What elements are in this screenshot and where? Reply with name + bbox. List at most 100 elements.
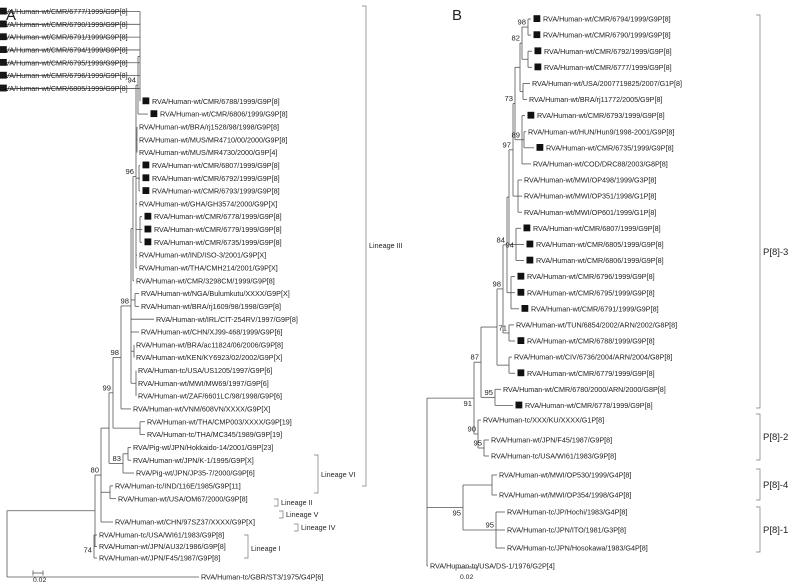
taxon-label: RVA/Human-wt/MWI/OP530/1999/G4P[8] bbox=[499, 471, 631, 480]
taxon-label: RVA/Human-tc/USA/WI61/1983/G9P[8] bbox=[99, 531, 224, 540]
clade-label: Lineage VI bbox=[321, 470, 355, 479]
taxon-label: RVA/Human-wt/BRA/rj1609/98/1998/G9P[8] bbox=[141, 302, 281, 311]
taxon-label: RVA/Human-tc/THA/MC345/1989/G9P[19] bbox=[147, 430, 282, 439]
taxon-label: RVA/Human-wt/MUS/MR4730/2000/G9P[4] bbox=[139, 148, 277, 157]
taxon-label: RVA/Human-wt/CMR/6779/1999/G9P[8] bbox=[527, 369, 655, 378]
bootstrap-value: 71 bbox=[499, 323, 507, 332]
panel-b-label: B bbox=[452, 7, 462, 24]
cameroon-strain-marker bbox=[515, 401, 523, 409]
cameroon-strain-marker bbox=[534, 47, 542, 55]
bootstrap-value: 94 bbox=[128, 76, 136, 85]
clade-bracket: Lineage V bbox=[279, 510, 319, 519]
taxon-label: RVA/Human-tc/IND/116E/1985/G9P[11] bbox=[115, 481, 241, 490]
bootstrap-value: 73 bbox=[505, 94, 513, 103]
taxon-label: RVA/Human-wt/CMR/6779/1999/G9P[8] bbox=[154, 225, 282, 234]
taxon-label: RVA/Human-tc/GBR/ST3/1975/G4P[6] bbox=[201, 573, 323, 582]
taxon-label: RVA/Human-wt/ZAF/6601LC/98/1998/G9P[6] bbox=[138, 392, 282, 401]
bootstrap-value: 97 bbox=[503, 140, 511, 149]
cameroon-strain-marker bbox=[0, 58, 7, 66]
taxon-label: RVA/Human-wt/CMR/6788/1999/G9P[8] bbox=[527, 337, 655, 346]
taxon-label: RVA/Human-wt/BRA/ac11824/06/2006/G9P[8] bbox=[136, 340, 283, 349]
cameroon-strain-marker bbox=[142, 174, 150, 182]
taxon-label: RVA/Human-wt/KEN/KY6923/02/2002/G9P[X] bbox=[136, 353, 282, 362]
bracket-line bbox=[279, 510, 284, 519]
taxon-label: RVA/Human-wt/CMR/6793/1999/G9P[8] bbox=[537, 111, 665, 120]
cameroon-strain-marker bbox=[534, 63, 542, 71]
taxon-label: RVA/Human-tc/JPN/ITO/1981/G3P[8] bbox=[507, 526, 626, 535]
cameroon-strain-marker bbox=[144, 212, 152, 220]
bootstrap-value: 95 bbox=[485, 388, 493, 397]
taxon-label: RVA/Human-tc/USA/WI61/1983/G9P[8] bbox=[491, 452, 616, 461]
taxon-label: RVA/Human-wt/JPN/F45/1987/G9P[8] bbox=[491, 436, 612, 445]
taxon-label: RVA/Human-wt/CMR/6795/1999/G9P[8] bbox=[0, 58, 128, 67]
panel-a-leaves: RVA/Human-wt/CMR/6777/1999/G9P[8] RVA/Hum… bbox=[0, 7, 323, 582]
clade-bracket: P[8]-4 bbox=[756, 468, 788, 501]
cameroon-strain-marker bbox=[517, 337, 525, 344]
taxon-label: RVA/Human-tc/USA/US1205/1997/G9P[6] bbox=[138, 366, 272, 375]
taxon-label: RVA/Human-wt/CMR/6792/1999/G9P[8] bbox=[544, 47, 672, 56]
taxon-label: RVA/Human-wt/MWI/MW69/1997/G9P[6] bbox=[138, 379, 269, 388]
clade-label: Lineage IV bbox=[301, 523, 336, 532]
taxon-label: RVA/Human-wt/USA/2007719825/2007/G1P[8] bbox=[532, 79, 682, 88]
bootstrap-value: 95 bbox=[474, 439, 482, 448]
taxon-label: RVA/Human-wt/IND/ISO-3/2001/G9P[X] bbox=[139, 251, 266, 260]
taxon-label: RVA/Human-wt/CIV/6736/2004/ARN/2004/G8P[… bbox=[514, 353, 672, 362]
taxon-label: RVA/Human-wt/CMR/6794/1999/G9P[8] bbox=[0, 46, 128, 55]
taxon-label: RVA/Human-wt/CMR/6735/1999/G9P[8] bbox=[546, 143, 674, 152]
cameroon-strain-marker bbox=[0, 84, 7, 92]
bootstrap-value: 80 bbox=[91, 466, 99, 475]
cameroon-strain-marker bbox=[533, 15, 541, 22]
taxon-label: RVA/Human-wt/MWI/OP354/1998/G4P[8] bbox=[499, 491, 631, 500]
clade-label: Lineage III bbox=[369, 241, 403, 250]
taxon-label: RVA/Human-wt/CMR/6778/1999/G9P[8] bbox=[154, 212, 282, 221]
cameroon-strain-marker bbox=[521, 305, 529, 312]
taxon-label: RVA/Pig-wt/JPN/Hokkaido-14/2001/G9P[23] bbox=[133, 443, 273, 452]
bootstrap-value: 98 bbox=[518, 18, 526, 27]
taxon-label: RVA/Human-wt/MWI/OP351/1998/G1P[8] bbox=[524, 192, 656, 201]
taxon-label: RVA/Human-wt/TUN/6854/2002/ARN/2002/G8P[… bbox=[516, 321, 677, 330]
taxon-label: RVA/Human-wt/THA/CMH214/2001/G9P[X] bbox=[139, 264, 278, 273]
clade-bracket: P[8]-1 bbox=[756, 506, 788, 553]
clade-label: P[8]-3 bbox=[763, 247, 788, 258]
taxon-label: RVA/Human-wt/GHA/GH3574/2000/G9P[X] bbox=[139, 199, 277, 208]
bracket-line bbox=[314, 454, 319, 494]
clade-bracket: Lineage I bbox=[244, 534, 281, 559]
taxon-label: RVA/Human-wt/CMR/6806/1999/G9P[8] bbox=[160, 110, 288, 119]
panel-b-scale-bar: 0.02 bbox=[455, 565, 478, 581]
clade-label: P[8]-4 bbox=[763, 480, 788, 491]
taxon-label: RVA/Human-wt/CMR/6788/1999/G9P[8] bbox=[152, 97, 280, 106]
bootstrap-value: 95 bbox=[453, 509, 461, 518]
cameroon-strain-marker bbox=[142, 161, 150, 169]
taxon-label: RVA/Human-wt/JPN/F45/1987/G9P[8] bbox=[99, 554, 220, 563]
panel-a-branches bbox=[0, 11, 199, 578]
cameroon-strain-marker bbox=[526, 256, 534, 264]
panel-b: B RVA/Human-wt/CMR/6794/1999/G9P[8]RVA/H… bbox=[426, 7, 788, 581]
cameroon-strain-marker bbox=[0, 20, 7, 28]
bracket-line bbox=[756, 506, 761, 553]
bootstrap-value: 98 bbox=[493, 279, 501, 288]
taxon-label: RVA/Human-wt/CHN/97SZ37/XXXX/G9P[X] bbox=[115, 518, 255, 527]
taxon-label: RVA/Human-wt/CMR/6780/2000/ARN/2000/G8P[… bbox=[503, 385, 666, 394]
taxon-label: RVA/Human-tc/JP/Hochi/1983/G4P[8] bbox=[507, 508, 627, 517]
taxon-label: RVA/Human-wt/USA/OM67/2000/G9P[8] bbox=[118, 494, 248, 503]
taxon-label: RVA/Human-wt/CMR/3298CM/1999/G9P[8] bbox=[136, 276, 275, 285]
taxon-label: RVA/Human-wt/CMR/6777/1999/G9P[8] bbox=[544, 63, 672, 72]
taxon-label: RVA/Human-wt/VNM/608VN/XXXX/G9P[X] bbox=[133, 405, 270, 414]
taxon-label: RVA/Human-wt/MUS/MR4710/00/2000/G9P[8] bbox=[139, 135, 287, 144]
cameroon-strain-marker bbox=[0, 46, 7, 53]
panel-b-scale-label: 0.02 bbox=[460, 574, 473, 581]
cameroon-strain-marker bbox=[536, 144, 544, 151]
taxon-label: RVA/Human-wt/CMR/6790/1999/G9P[8] bbox=[0, 20, 128, 29]
panel-b-branches bbox=[426, 18, 534, 567]
taxon-label: RVA/Human-wt/CMR/6777/1999/G9P[8] bbox=[0, 7, 128, 16]
cameroon-strain-marker bbox=[142, 187, 150, 194]
bracket-line bbox=[294, 523, 299, 532]
bootstrap-value: 98 bbox=[111, 348, 119, 357]
taxon-label: RVA/Human-wt/CMR/6796/1999/G9P[8] bbox=[527, 272, 655, 281]
taxon-label: RVA/Human-tc/XXX/KU/XXXX/G1P[8] bbox=[483, 416, 604, 425]
taxon-label: RVA/Human-wt/CMR/6805/1999/G9P[8] bbox=[536, 240, 664, 249]
taxon-label: RVA/Human-wt/COD/DRC88/2003/G8P[8] bbox=[533, 160, 668, 169]
bootstrap-value: 74 bbox=[84, 546, 92, 555]
